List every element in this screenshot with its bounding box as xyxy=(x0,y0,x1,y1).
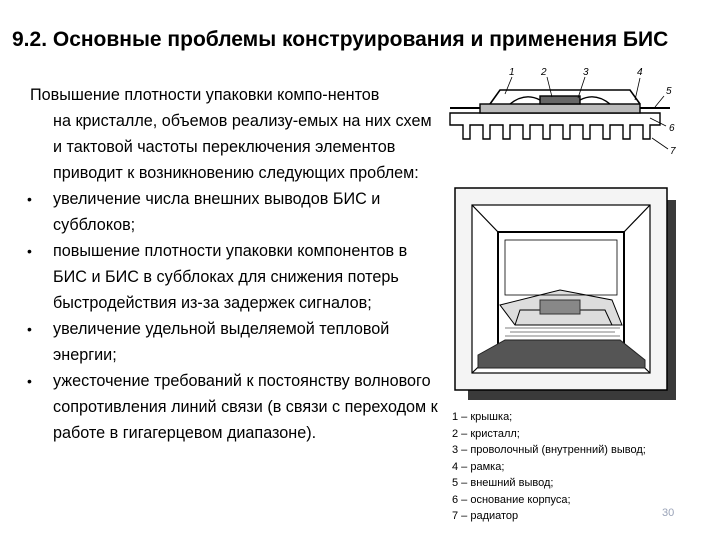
bullet-icon: • xyxy=(27,191,32,207)
callout-7: 7 xyxy=(670,146,676,157)
legend-item: 4 – рамка; xyxy=(452,460,505,473)
legend-item: 6 – основание корпуса; xyxy=(452,493,571,506)
list-item: • увеличение числа внешних выводов БИС и … xyxy=(27,186,442,238)
callout-6: 6 xyxy=(669,123,675,134)
list-item: • ужесточение требований к постоянству во… xyxy=(27,368,442,446)
figure-legend: 1 – крышка; 2 – кристалл; 3 – проволочны… xyxy=(452,409,646,525)
list-item-text: увеличение удельной выделяемой тепловой … xyxy=(53,320,390,364)
figure-callouts: 1 2 3 4 5 6 7 xyxy=(509,67,676,157)
intro-paragraph: Повышение плотности упаковки компо-ненто… xyxy=(30,82,442,186)
package-cross-section xyxy=(449,76,670,150)
lsi-package-figure: 1 2 3 4 5 6 7 xyxy=(449,67,676,400)
main-text: Повышение плотности упаковки компо-ненто… xyxy=(27,82,442,446)
callout-2: 2 xyxy=(540,67,547,78)
legend-item: 3 – проволочный (внутренний) вывод; xyxy=(452,444,646,456)
list-item: • повышение плотности упаковки компоненто… xyxy=(27,238,442,316)
problems-list: • увеличение числа внешних выводов БИС и … xyxy=(27,186,442,446)
list-item-text: увеличение числа внешних выводов БИС и с… xyxy=(53,190,381,234)
list-item-text: повышение плотности упаковки компонентов… xyxy=(53,242,408,312)
legend-item: 7 – радиатор xyxy=(452,510,519,522)
slide-title: 9.2. Основные проблемы конструирования и… xyxy=(12,28,669,51)
legend-item: 1 – крышка; xyxy=(452,411,513,423)
intro-continuation: на кристалле, объемов реализу-емых на ни… xyxy=(53,112,432,182)
legend-item: 2 – кристалл; xyxy=(452,427,520,440)
list-item: • увеличение удельной выделяемой тепловой… xyxy=(27,316,442,368)
package-perspective-view xyxy=(454,187,676,400)
legend-item: 5 – внешний вывод; xyxy=(452,477,554,489)
callout-4: 4 xyxy=(637,67,643,78)
callout-3: 3 xyxy=(583,67,589,78)
list-item-text: ужесточение требований к постоянству вол… xyxy=(53,372,438,442)
bullet-icon: • xyxy=(27,243,32,259)
callout-1: 1 xyxy=(509,67,515,78)
intro-line-1: Повышение плотности упаковки компо-ненто… xyxy=(30,86,380,104)
bullet-icon: • xyxy=(27,321,32,337)
page-number: 30 xyxy=(662,507,675,519)
bullet-icon: • xyxy=(27,373,32,389)
callout-5: 5 xyxy=(666,86,672,97)
